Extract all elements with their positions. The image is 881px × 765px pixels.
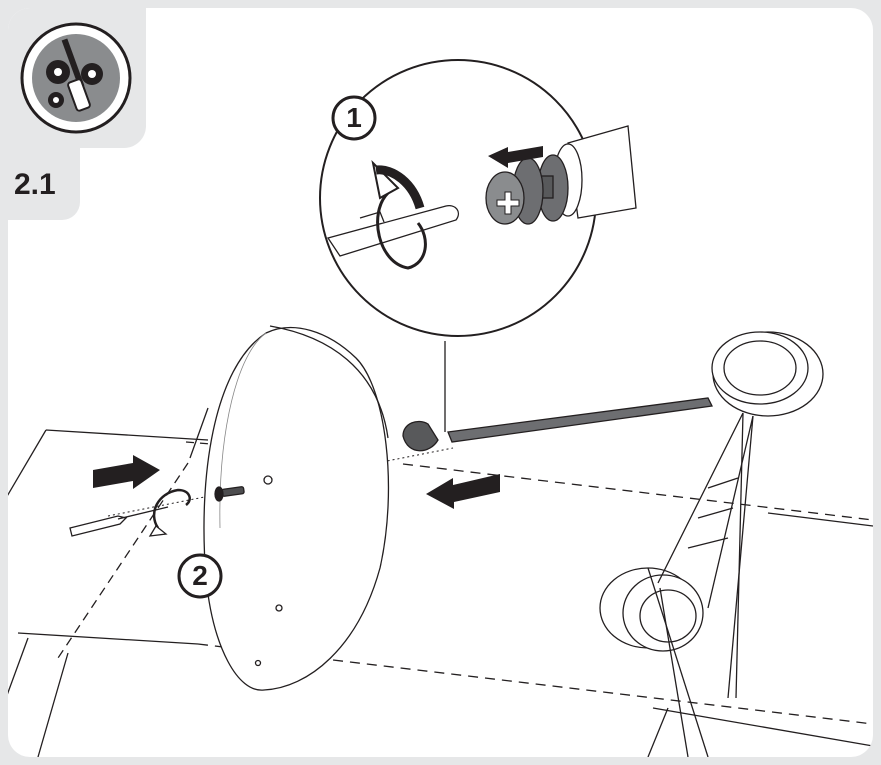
leg-rod [402, 397, 713, 452]
callout-circle-2 [177, 553, 223, 599]
callout-number-2: 2 [192, 560, 208, 591]
instruction-panel: 2.1 1 2 [8, 8, 873, 757]
assembly-illustration [8, 59, 873, 757]
detail-callout [319, 59, 637, 337]
leg-frame [647, 412, 754, 757]
grill-bowl [203, 325, 390, 691]
callout-circle-1 [331, 95, 377, 141]
bolt-part [214, 486, 245, 502]
screwdriver-bottom [69, 506, 169, 537]
step-number: 2.1 [14, 168, 56, 201]
wheel-bottom [599, 567, 704, 652]
step-tab [8, 148, 80, 220]
callout-number-1: 1 [346, 102, 362, 133]
wheel-top [711, 331, 824, 417]
tools-gears-screwdriver-icon [20, 22, 132, 134]
